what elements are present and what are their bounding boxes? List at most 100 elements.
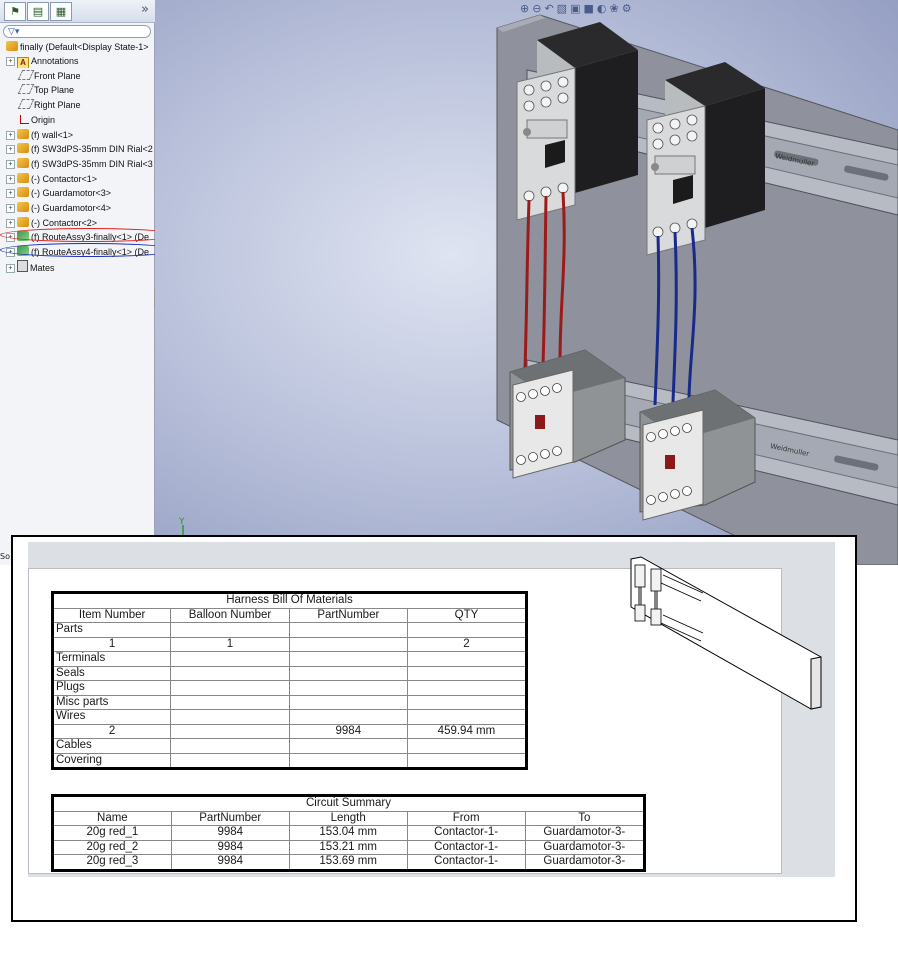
column-header: From <box>406 810 526 826</box>
tree-item[interactable]: + (-) Contactor<1> <box>6 172 161 186</box>
tree-item[interactable]: + (f) SW3dPS-35mm DIN Rial<3 <box>6 157 161 171</box>
table-cell <box>406 709 528 725</box>
tree-item[interactable]: + (f) wall<1> <box>6 128 161 142</box>
tree-item-label: (-) Contactor<1> <box>31 173 98 184</box>
tree-item[interactable]: + (-) Guardamotor<4> <box>6 201 161 215</box>
feature-manager-tab-icon[interactable]: ⚑ <box>4 2 26 21</box>
tree-item[interactable]: Front Plane <box>6 69 161 83</box>
table-cell <box>288 680 408 696</box>
configuration-manager-tab-icon[interactable]: ▦ <box>50 2 72 21</box>
plane-icon <box>17 99 35 110</box>
tree-item-label: (f) SW3dPS-35mm DIN Rial<3 <box>31 158 153 169</box>
tree-item[interactable]: +(f) RouteAssy4-finally<1> (De <box>0 243 178 259</box>
tree-item-label: Annotations <box>31 56 79 66</box>
filter-input[interactable]: ▽▾ <box>3 25 151 38</box>
tree-item-label: (-) Guardamotor<3> <box>31 188 112 199</box>
table-cell: 153.21 mm <box>288 839 408 855</box>
table-cell: 20g red_2 <box>52 839 172 855</box>
table-cell <box>406 738 528 754</box>
expand-toggle-icon[interactable]: + <box>6 130 15 140</box>
expand-chevron-icon[interactable]: » <box>141 2 149 17</box>
zoom-fit-icon[interactable]: ⊕ <box>520 2 533 15</box>
display-style-icon[interactable]: ■ <box>583 2 597 15</box>
tree-item[interactable]: Origin <box>6 113 161 127</box>
drawing-isometric-view[interactable] <box>621 547 831 717</box>
tree-item[interactable]: Right Plane <box>6 98 161 112</box>
view-settings-icon[interactable]: ⚙ <box>621 2 635 15</box>
property-manager-tab-icon[interactable]: ▤ <box>27 2 49 21</box>
table-cell: Plugs <box>51 680 172 696</box>
contactor-1 <box>509 349 626 479</box>
table-row: Cables <box>51 738 528 754</box>
table-cell: Terminals <box>51 651 172 667</box>
expand-toggle-icon[interactable]: + <box>6 159 15 169</box>
part-icon <box>17 172 29 183</box>
table-cell: Contactor-1- <box>406 854 526 871</box>
tree-item[interactable]: +Mates <box>6 259 161 274</box>
axis-label-y: Y <box>178 517 185 527</box>
origin-icon <box>20 114 29 124</box>
table-cell: 9984 <box>170 825 290 841</box>
tree-item[interactable]: + (f) SW3dPS-35mm DIN Rial<2 <box>6 142 161 156</box>
table-cell <box>406 651 528 667</box>
expand-toggle-icon[interactable]: + <box>6 218 15 228</box>
annotations-icon: A <box>17 57 29 68</box>
table-cell <box>406 665 528 681</box>
tree-item-label: (-) Guardamotor<4> <box>31 203 112 213</box>
tree-item-label: (-) Contactor<2> <box>31 217 98 228</box>
expand-toggle-icon[interactable]: + <box>6 189 15 199</box>
zoom-area-icon[interactable]: ⊖ <box>532 2 545 15</box>
column-header: PartNumber <box>288 607 408 623</box>
expand-toggle-icon[interactable]: + <box>6 204 15 213</box>
table-cell <box>288 709 408 725</box>
table-cell <box>288 738 408 754</box>
view-orientation-icon[interactable]: ▣ <box>570 2 584 15</box>
tree-root[interactable]: finally (Default<Display State-1> <box>4 40 159 54</box>
column-header: To <box>524 810 646 826</box>
column-header: QTY <box>406 607 528 623</box>
guardamotor-3 <box>516 22 638 221</box>
expand-toggle-icon[interactable]: + <box>6 174 15 184</box>
tree-root-label: finally (Default<Display State-1> <box>20 42 149 52</box>
part-icon <box>17 202 29 212</box>
table-cell: Guardamotor-3- <box>524 825 646 841</box>
table-cell: 2 <box>51 723 172 739</box>
table-row: Wires <box>51 709 528 725</box>
blue-wire-route <box>653 227 697 406</box>
expand-toggle-icon[interactable]: + <box>6 263 15 273</box>
expand-toggle-icon[interactable]: + <box>6 145 15 155</box>
previous-view-icon[interactable]: ↶ <box>544 2 557 15</box>
part-icon <box>17 216 29 227</box>
table-cell: 1 <box>51 636 172 652</box>
hide-show-icon[interactable]: ◐ <box>596 2 610 15</box>
tree-item[interactable]: + (-) Contactor<2> <box>6 216 161 230</box>
table-cell: 153.69 mm <box>288 854 408 871</box>
wall-plate-edge <box>497 15 545 32</box>
table-cell <box>170 752 290 769</box>
scenes-icon[interactable]: ❀ <box>609 2 622 15</box>
table-cell <box>288 665 408 681</box>
table-cell <box>406 752 528 769</box>
tree-item-label: (f) wall<1> <box>31 129 74 140</box>
tree-item[interactable]: Top Plane <box>6 83 161 97</box>
tree-item[interactable]: + (-) Guardamotor<3> <box>6 186 161 200</box>
table-cell: Contactor-1- <box>406 839 526 855</box>
guardamotor-4 <box>646 62 765 256</box>
table-row: Terminals <box>51 651 528 667</box>
expand-toggle-icon[interactable]: + <box>6 57 15 66</box>
graphics-viewport[interactable]: ⊕⊖↶▧▣■◐❀⚙ Y Weidmuller <box>155 0 898 565</box>
table-row: Covering <box>51 752 528 769</box>
section-view-icon[interactable]: ▧ <box>556 2 571 15</box>
table-cell <box>170 709 290 725</box>
mates-icon <box>17 259 28 272</box>
tree-item-label: (f) SW3dPS-35mm DIN Rial<2 <box>31 144 153 155</box>
circuit-summary-title: Circuit Summary <box>52 795 645 812</box>
tree-item-label: Origin <box>31 114 56 125</box>
highlight-ellipse <box>0 243 178 258</box>
